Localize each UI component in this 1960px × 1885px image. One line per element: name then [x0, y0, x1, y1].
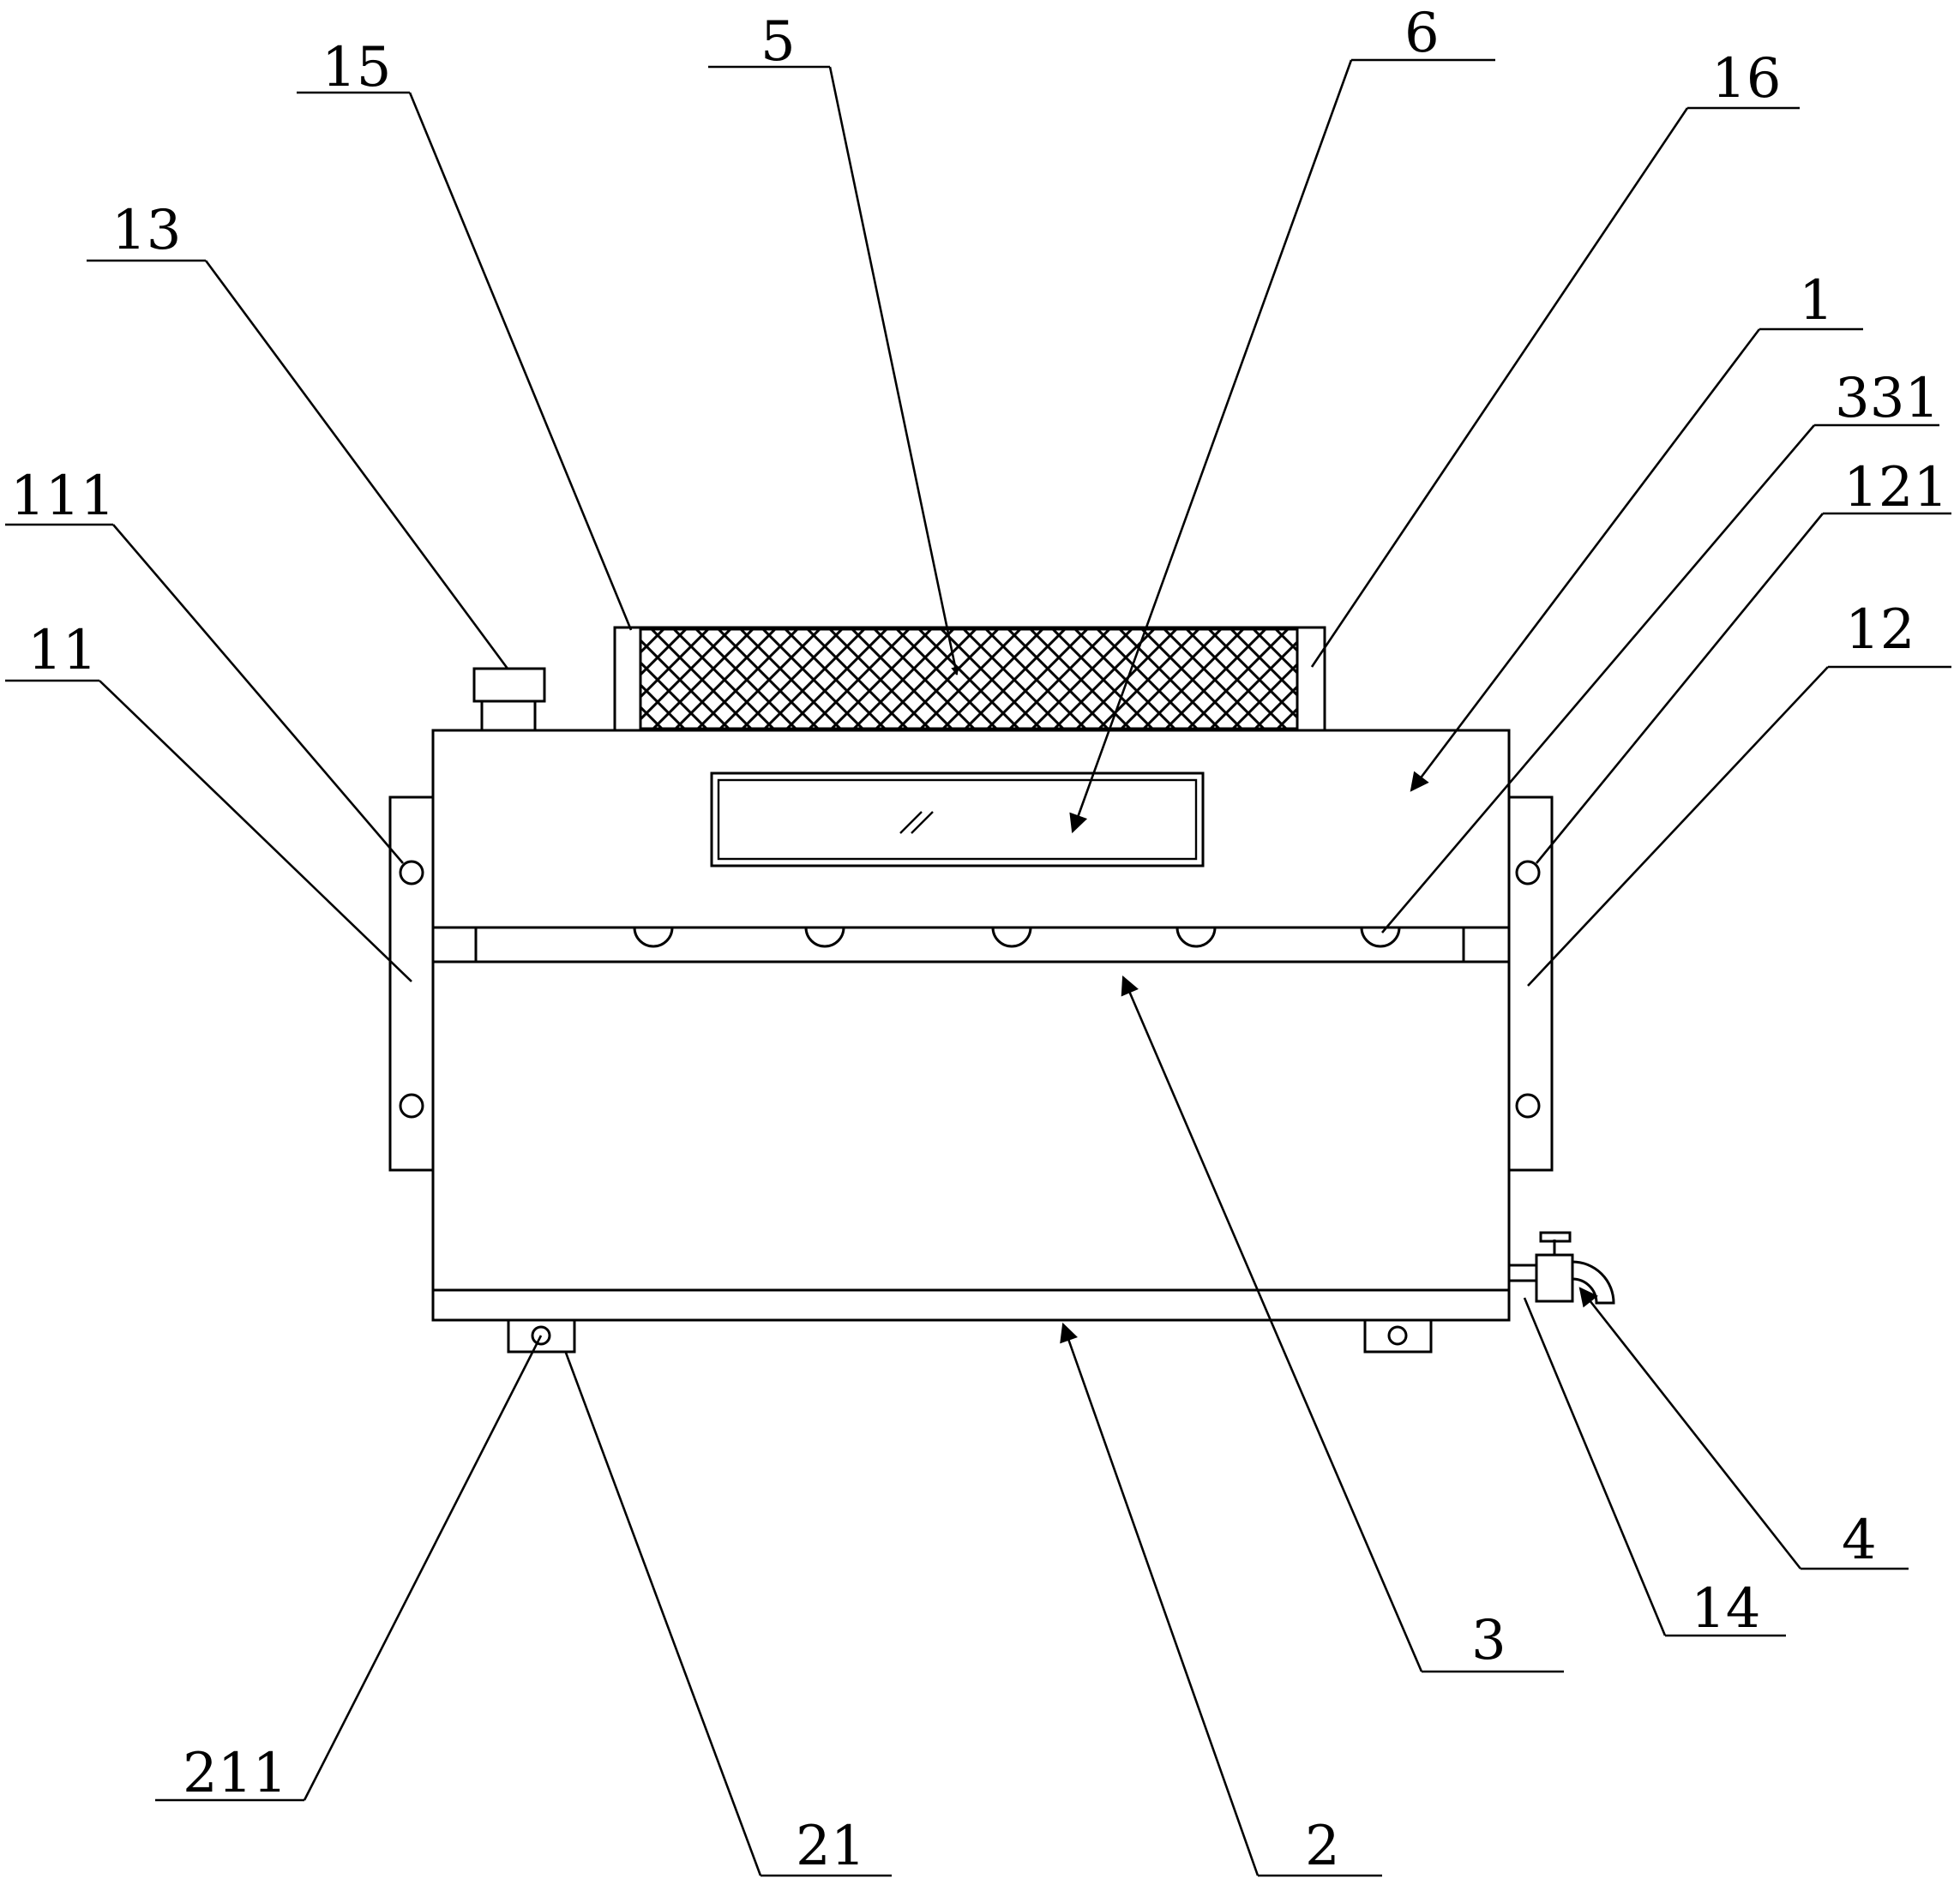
window-glass-mark-2: [911, 811, 934, 834]
left-foot-hole: [531, 1325, 551, 1346]
viewing-window-outer: [710, 771, 1205, 867]
valve-spout: [1572, 1260, 1615, 1305]
leader-2: [1060, 1322, 1260, 1876]
label-3: 3: [1471, 1609, 1506, 1672]
leader-121: [1535, 513, 1825, 864]
leader-4: [1578, 1287, 1802, 1570]
label-1: 1: [1799, 269, 1834, 333]
label-21: 21: [796, 1815, 865, 1878]
inlet-cap-top: [472, 667, 546, 703]
label-111: 111: [10, 465, 115, 528]
left-mounting-bracket: [388, 795, 435, 1172]
left-bracket-hole-lower: [399, 1093, 424, 1119]
label-15: 15: [322, 36, 391, 99]
label-16: 16: [1711, 47, 1781, 111]
leader-3: [1121, 975, 1423, 1672]
inlet-cap-neck: [480, 699, 537, 732]
label-6: 6: [1404, 2, 1440, 65]
right-bracket-hole-upper: [1515, 860, 1541, 885]
leader-13: [204, 260, 509, 669]
leader-11: [99, 680, 412, 982]
label-2: 2: [1305, 1815, 1340, 1878]
label-211: 211: [183, 1742, 287, 1805]
label-4: 4: [1842, 1509, 1877, 1572]
top-frame: [613, 626, 1326, 732]
window-glass-mark-1: [899, 811, 923, 834]
valve-handle: [1539, 1231, 1572, 1243]
leader-211: [303, 1335, 543, 1801]
left-bracket-hole-upper: [399, 860, 424, 885]
leader-16: [1310, 107, 1689, 668]
mesh-filter: [639, 627, 1299, 730]
label-14: 14: [1691, 1577, 1760, 1641]
left-foot: [507, 1318, 576, 1354]
viewing-window-inner: [717, 778, 1198, 861]
leader-111: [112, 524, 404, 864]
label-5: 5: [761, 10, 796, 74]
leader-21: [564, 1352, 762, 1876]
leader-6: [1069, 59, 1353, 834]
leader-5: [828, 66, 960, 675]
filter-hole-4: [1175, 927, 1217, 948]
right-foot-hole: [1387, 1325, 1408, 1346]
valve-body: [1535, 1253, 1574, 1303]
right-bracket-hole-lower: [1515, 1093, 1541, 1119]
filter-hole-3: [991, 927, 1032, 948]
leader-1: [1410, 328, 1761, 792]
main-housing: [431, 729, 1511, 1322]
leader-331: [1381, 424, 1815, 933]
label-12: 12: [1845, 598, 1915, 662]
leader-14: [1523, 1297, 1667, 1636]
label-331: 331: [1835, 367, 1939, 430]
label-13: 13: [111, 199, 181, 262]
filter-hole-1: [633, 927, 674, 948]
leader-12: [1527, 666, 1829, 987]
leader-15: [408, 92, 633, 631]
label-121: 121: [1843, 456, 1948, 519]
filter-hole-2: [804, 927, 845, 948]
label-11: 11: [27, 619, 97, 682]
right-foot: [1363, 1318, 1433, 1354]
filter-hole-5: [1360, 927, 1401, 948]
